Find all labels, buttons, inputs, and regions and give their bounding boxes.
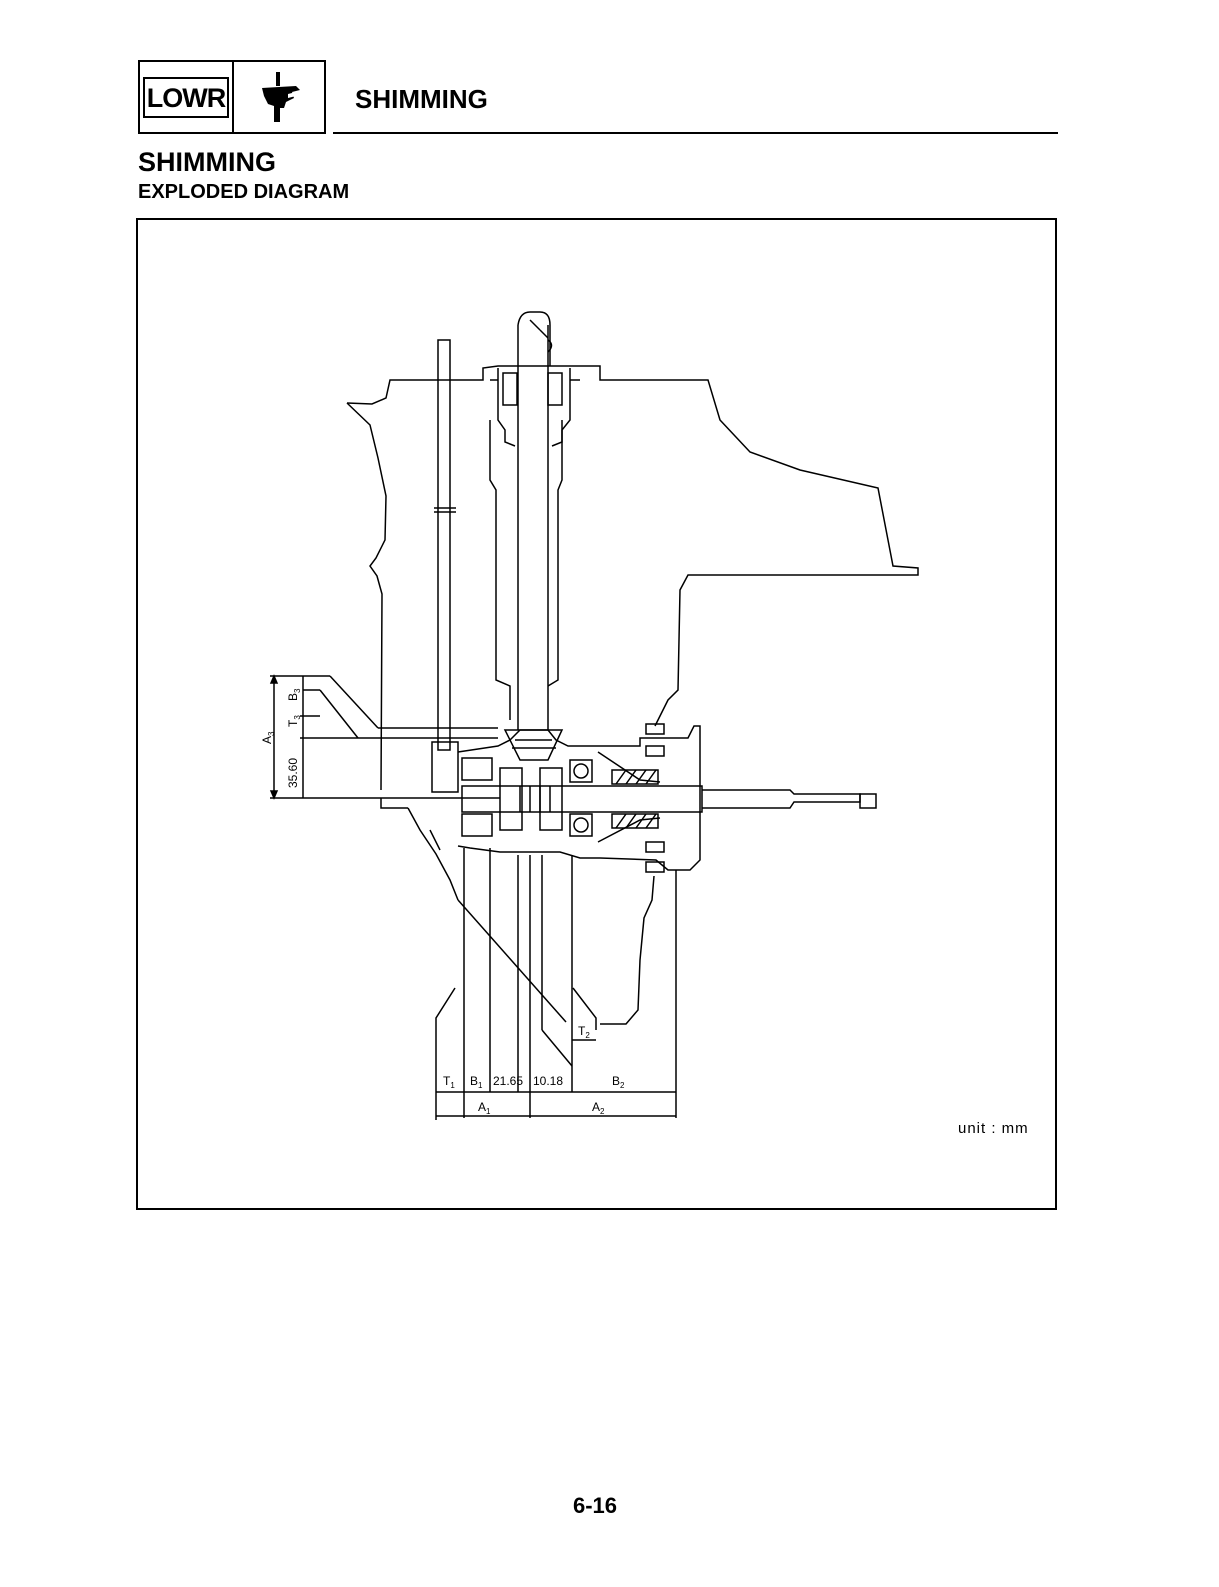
label-b2: B2 (612, 1074, 625, 1090)
drive-shaft (490, 312, 580, 730)
label-t3: T3 (286, 715, 302, 727)
svg-text:35.60: 35.60 (286, 758, 300, 788)
svg-text:T2: T2 (578, 1024, 590, 1040)
svg-text:21.65: 21.65 (493, 1074, 523, 1088)
label-a1: A1 (478, 1100, 491, 1116)
svg-text:B2: B2 (612, 1074, 625, 1090)
svg-text:B3: B3 (286, 688, 302, 701)
label-21-65: 21.65 (493, 1074, 523, 1088)
label-b1: B1 (470, 1074, 483, 1090)
svg-text:T1: T1 (443, 1074, 455, 1090)
svg-text:10.18: 10.18 (533, 1074, 563, 1088)
svg-text:A2: A2 (592, 1100, 605, 1116)
label-b3: B3 (286, 688, 302, 701)
svg-text:T3: T3 (286, 715, 302, 727)
shift-rod (432, 340, 458, 792)
gear-assembly (458, 724, 876, 872)
lower-case-outline (347, 366, 918, 1088)
svg-text:B1: B1 (470, 1074, 483, 1090)
unit-label: unit : mm (958, 1120, 1029, 1137)
label-a3: A3 (260, 731, 276, 744)
label-35-60: 35.60 (286, 758, 300, 788)
svg-text:A3: A3 (260, 731, 276, 744)
svg-text:A1: A1 (478, 1100, 491, 1116)
label-t2: T2 (578, 1024, 590, 1040)
page-number: 6-16 (573, 1493, 617, 1519)
label-t1: T1 (443, 1074, 455, 1090)
vertical-dimension (270, 676, 500, 808)
label-a2: A2 (592, 1100, 605, 1116)
label-10-18: 10.18 (533, 1074, 563, 1088)
